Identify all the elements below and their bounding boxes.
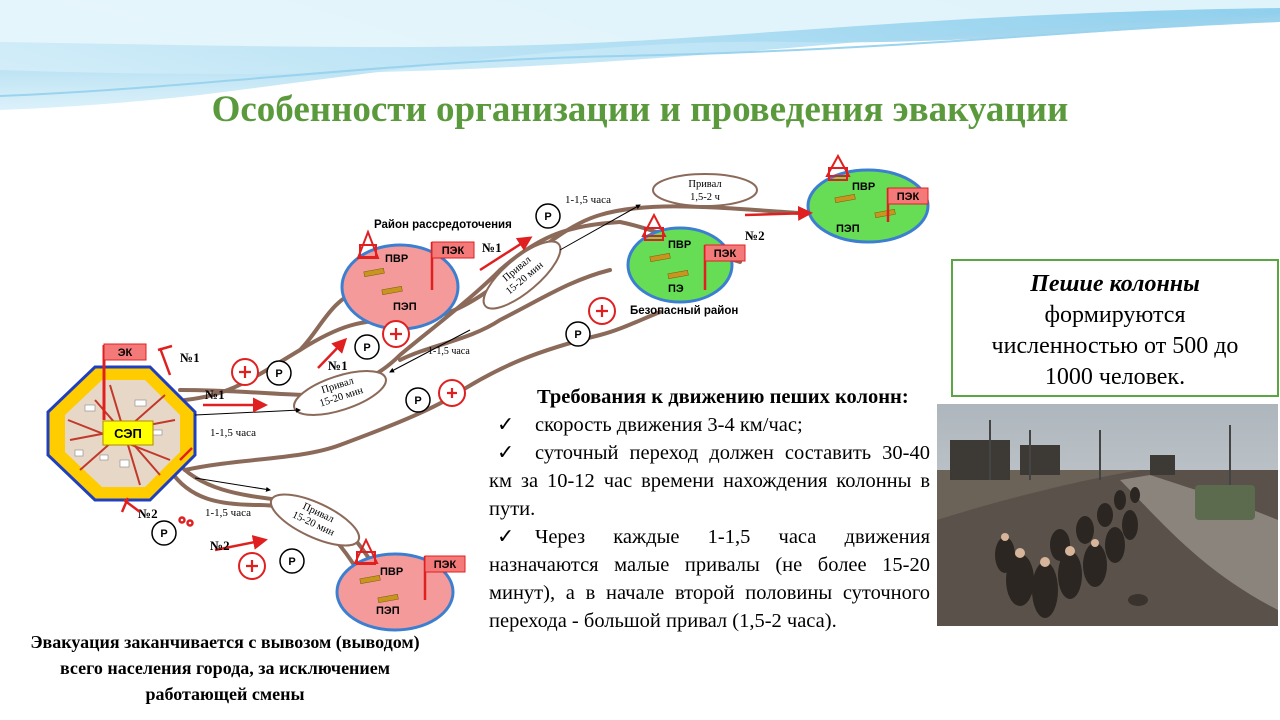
- check-icon: ✓: [497, 526, 515, 548]
- sep-city: СЭП: [46, 365, 197, 502]
- svg-text:ЭК: ЭК: [118, 347, 133, 359]
- svg-text:1-1,5 часа: 1-1,5 часа: [210, 427, 256, 439]
- svg-text:№1: №1: [180, 350, 200, 365]
- safe-zone-1: ПВР ПЭ ПЭК Безопасный район: [626, 212, 746, 317]
- dispersal-zone-1: ПВР ПЭП ПЭК Район рассредоточения: [340, 219, 512, 331]
- svg-text:№2: №2: [210, 538, 230, 553]
- svg-text:Р: Р: [275, 368, 282, 380]
- requirements: Требования к движению пеших колонн: ✓ско…: [489, 383, 930, 635]
- svg-text:ПЭК: ПЭК: [434, 559, 457, 571]
- svg-text:ПВР: ПВР: [852, 181, 875, 193]
- requirements-title: Требования к движению пеших колонн:: [537, 386, 909, 408]
- safe-zone-2: ПВР ПЭП ПЭК: [806, 153, 930, 244]
- svg-text:№1: №1: [328, 358, 348, 373]
- time-arrows: [194, 204, 641, 492]
- svg-text:Р: Р: [544, 211, 551, 223]
- svg-text:ПЭ: ПЭ: [668, 283, 684, 295]
- dispersal-area-label: Район рассредоточения: [374, 219, 512, 231]
- requirement-item: ✓Через каждые 1-1,5 часа движения назнач…: [489, 523, 930, 635]
- svg-text:Привал: Привал: [688, 179, 721, 190]
- header-waves: [0, 0, 1280, 110]
- note-line-1: формируются: [1044, 302, 1186, 328]
- checkpoint-labels: Р Р Р Р Р Р Р: [160, 211, 581, 568]
- svg-text:ПЭК: ПЭК: [897, 191, 920, 203]
- check-icon: ✓: [497, 414, 515, 436]
- svg-text:Р: Р: [363, 342, 370, 354]
- medical-cross-glyphs: [239, 305, 608, 572]
- note-box: Пешие колонны формируются численностью о…: [951, 259, 1279, 397]
- svg-text:ПЭК: ПЭК: [442, 245, 465, 257]
- svg-text:№2: №2: [745, 228, 765, 243]
- end-note: Эвакуация заканчивается с вывозом (вывод…: [30, 632, 420, 704]
- requirement-item: ✓суточный переход должен составить 30-40…: [489, 439, 930, 523]
- dispersal-zone-2: ПВР ПЭП ПЭК: [335, 537, 466, 632]
- svg-text:ПЭП: ПЭП: [393, 301, 417, 313]
- requirement-item: ✓скорость движения 3-4 км/час;: [489, 411, 930, 439]
- barrier-marks: [120, 344, 194, 527]
- svg-text:1-1,5 часа: 1-1,5 часа: [428, 346, 470, 357]
- svg-text:ПЭП: ПЭП: [376, 605, 400, 617]
- note-emphasis: Пешие колонны: [1030, 271, 1200, 297]
- svg-text:ПЭК: ПЭК: [714, 248, 737, 260]
- halts: Привал 15-20 мин Привал 15-20 мин Привал…: [269, 173, 758, 547]
- slide-title: Особенности организации и проведения эва…: [211, 89, 1069, 130]
- svg-text:Р: Р: [574, 329, 581, 341]
- time-labels: 1-1,5 часа 1-1,5 часа 1-1,5 часа 1-1,5 ч…: [205, 194, 611, 519]
- photo-column-of-people: [937, 404, 1278, 626]
- safe-area-label: Безопасный район: [630, 305, 738, 317]
- route-arrows: [203, 205, 813, 552]
- check-icon: ✓: [497, 442, 515, 464]
- route-labels: №1 №1 №1 №1 №2 №2 №2: [138, 228, 765, 553]
- svg-text:ПВР: ПВР: [668, 239, 691, 251]
- sep-label: СЭП: [114, 426, 142, 441]
- svg-text:№1: №1: [205, 387, 225, 402]
- svg-text:ПВР: ПВР: [380, 566, 403, 578]
- checkpoints: [151, 203, 591, 574]
- svg-text:№2: №2: [138, 506, 158, 521]
- note-line-2: численностью от 500 до: [991, 333, 1239, 359]
- svg-text:Р: Р: [288, 556, 295, 568]
- svg-text:ПЭП: ПЭП: [836, 223, 860, 235]
- svg-text:1,5-2 ч: 1,5-2 ч: [690, 192, 720, 203]
- svg-text:ПВР: ПВР: [385, 253, 408, 265]
- note-line-3: 1000 человек.: [1044, 364, 1186, 390]
- ek-flag: ЭК: [102, 343, 147, 420]
- svg-text:№1: №1: [482, 240, 502, 255]
- svg-text:Р: Р: [160, 528, 167, 540]
- svg-text:Р: Р: [414, 395, 421, 407]
- svg-text:1-1,5 часа: 1-1,5 часа: [205, 507, 251, 519]
- svg-text:1-1,5 часа: 1-1,5 часа: [565, 194, 611, 206]
